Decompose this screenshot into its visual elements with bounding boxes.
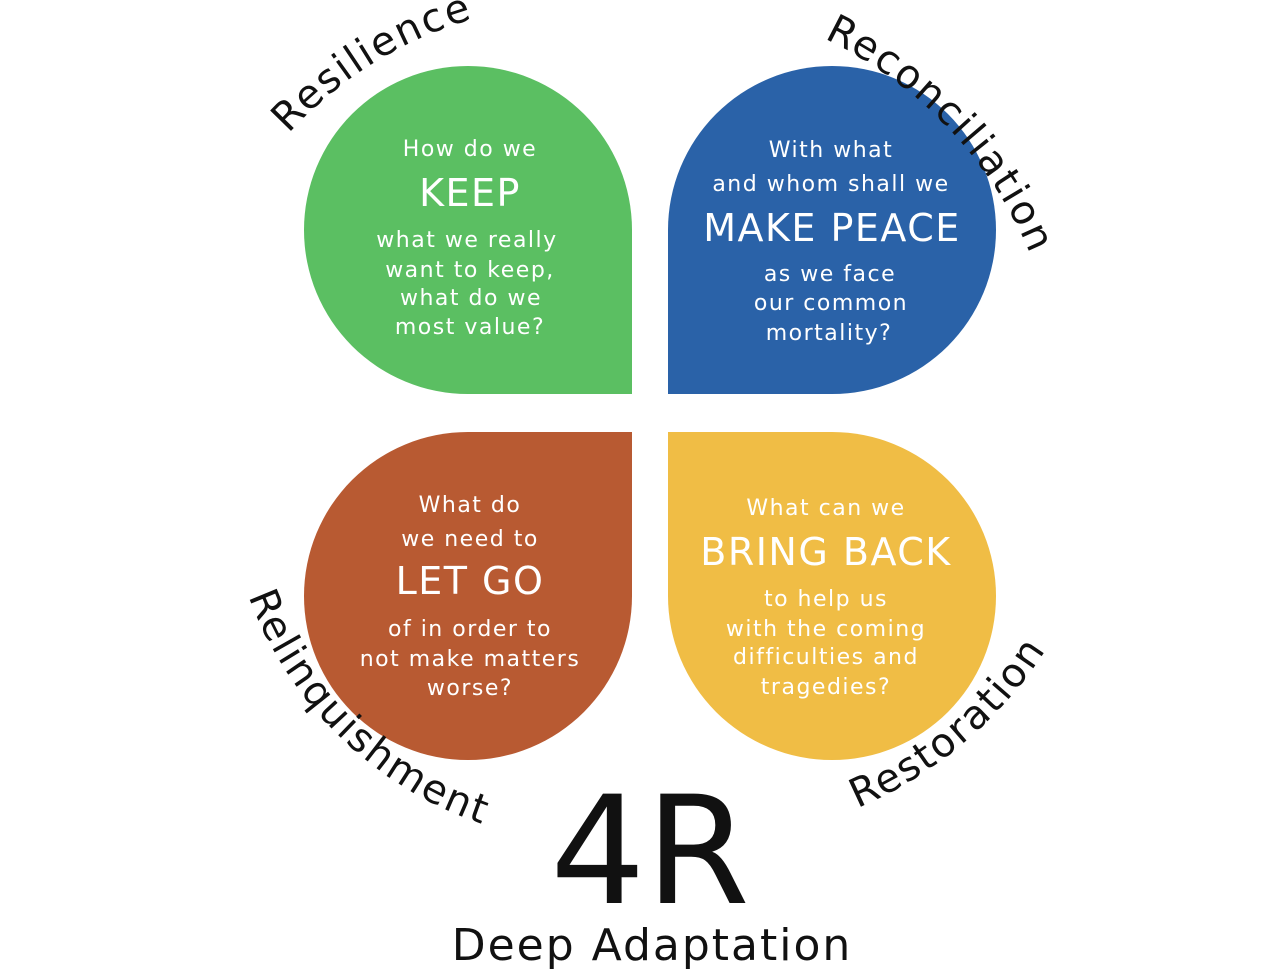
- bringback-line-4: difficulties and: [733, 645, 919, 670]
- letgo-line-1: What do: [419, 493, 522, 518]
- petal-keep-shape: [304, 66, 632, 394]
- bringback-line-2: to help us: [764, 587, 888, 612]
- petal-let-go: What do we need to LET GO of in order to…: [304, 432, 632, 760]
- peace-line-5: mortality?: [766, 321, 893, 346]
- peace-keyword: MAKE PEACE: [703, 206, 961, 250]
- peace-line-1: With what: [769, 138, 894, 163]
- letgo-line-2: we need to: [401, 527, 539, 552]
- keep-line-3: want to keep,: [385, 258, 555, 283]
- petal-bring-back: What can we BRING BACK to help us with t…: [668, 432, 996, 760]
- petal-make-peace-shape: [668, 66, 996, 394]
- letgo-line-5: worse?: [427, 676, 513, 701]
- keep-keyword: KEEP: [419, 171, 521, 215]
- subtitle-deep-adaptation: Deep Adaptation: [452, 920, 853, 971]
- bringback-line-5: tragedies?: [761, 675, 891, 700]
- petal-make-peace: With what and whom shall we MAKE PEACE a…: [668, 66, 996, 394]
- petal-keep: How do we KEEP what we really want to ke…: [304, 66, 632, 394]
- bringback-line-1: What can we: [746, 496, 905, 521]
- keep-line-1: How do we: [403, 137, 537, 162]
- peace-line-4: our common: [754, 291, 908, 316]
- petal-let-go-shape: [304, 432, 632, 760]
- letgo-keyword: LET GO: [396, 559, 545, 603]
- letgo-line-4: not make matters: [360, 647, 581, 672]
- peace-line-2: and whom shall we: [712, 172, 949, 197]
- keep-line-2: what we really: [376, 228, 557, 253]
- title-4r: 4R: [550, 765, 750, 939]
- petal-bring-back-shape: [668, 432, 996, 760]
- bringback-line-3: with the coming: [726, 617, 926, 642]
- keep-line-5: most value?: [395, 315, 545, 340]
- peace-line-3: as we face: [764, 262, 896, 287]
- bringback-keyword: BRING BACK: [700, 530, 951, 574]
- keep-line-4: what do we: [400, 286, 542, 311]
- letgo-line-3: of in order to: [388, 617, 552, 642]
